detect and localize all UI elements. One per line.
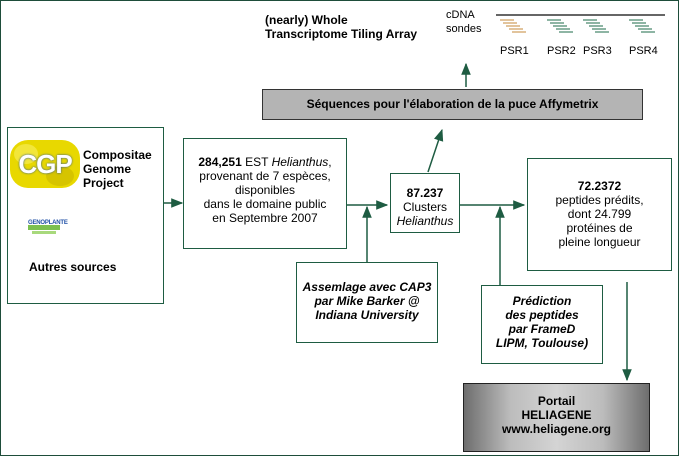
peptides-line4: protéines de <box>566 221 633 235</box>
est-line4: dans le domaine public <box>203 197 327 211</box>
cgp-name-line2: Genome <box>83 162 132 176</box>
probe-psr3 <box>583 19 609 33</box>
prediction-line1: Prédiction <box>512 294 572 308</box>
est-box: 284,251 EST Helianthus, provenant de 7 e… <box>183 138 347 249</box>
probe-psr2 <box>547 19 573 33</box>
cgp-logo: CGP <box>10 140 80 188</box>
array-title-line1: (nearly) Whole <box>265 13 348 27</box>
portal-line2: HELIAGENE <box>521 408 592 422</box>
est-line1: 284,251 EST Helianthus, <box>184 155 346 169</box>
peptides-box: 72.2372 peptides prédits, dont 24.799 pr… <box>527 158 672 271</box>
portal-line1: Portail <box>537 394 576 408</box>
cgp-name-line3: Project <box>83 176 124 190</box>
array-title-line2: Transcriptome Tiling Array <box>265 27 418 41</box>
affymetrix-label: Séquences pour l'élaboration de la puce … <box>306 97 599 111</box>
array-title: (nearly) Whole Transcriptome Tiling Arra… <box>265 13 417 41</box>
clusters-genus: Helianthus <box>396 214 454 228</box>
portal-link[interactable]: www.heliagene.org <box>502 422 611 436</box>
cdna-label: cDNA <box>446 9 475 21</box>
assembly-line2: par Mike Barker @ <box>314 294 420 308</box>
clusters-count: 87.237 <box>406 186 444 200</box>
peptides-line5: pleine longueur <box>558 235 641 249</box>
sources-box: CGP Compositae Genome Project GENOPLANTE… <box>7 127 164 304</box>
prediction-box: Prédiction des peptides par FrameD LIPM,… <box>481 285 603 364</box>
psr2-label: PSR2 <box>547 45 576 57</box>
genoplante-logo-bar2 <box>32 231 56 234</box>
probe-psr4 <box>629 19 655 33</box>
other-sources: Autres sources <box>29 260 117 274</box>
clusters-box: 87.237 Clusters Helianthus <box>390 173 460 233</box>
cgp-logo-bubble-2 <box>46 166 74 186</box>
arrow-clusters-to-affy <box>427 128 444 173</box>
clusters-label: Clusters <box>402 200 447 214</box>
psr1-label: PSR1 <box>500 45 529 57</box>
psr4-label: PSR4 <box>629 45 658 57</box>
prediction-line3: par FrameD <box>508 322 576 336</box>
cgp-logo-text: CGP <box>18 149 72 179</box>
psr3-label: PSR3 <box>583 45 612 57</box>
probe-psr1 <box>500 19 526 33</box>
est-comma: , <box>328 155 332 169</box>
peptides-line3: dont 24.799 <box>567 207 632 221</box>
genoplante-logo-text: GENOPLANTE <box>28 220 68 226</box>
est-line5: en Septembre 2007 <box>212 211 318 225</box>
affymetrix-box: Séquences pour l'élaboration de la puce … <box>262 89 643 120</box>
prediction-line4: LIPM, Toulouse) <box>495 336 589 350</box>
genoplante-logo: GENOPLANTE <box>28 216 68 236</box>
cgp-logo-bubble-1 <box>14 144 38 164</box>
est-genus: Helianthus <box>271 155 329 169</box>
genoplante-logo-bar <box>28 225 60 230</box>
peptides-count: 72.2372 <box>577 179 622 193</box>
prediction-line2: des peptides <box>505 308 579 322</box>
est-count: 284,251 <box>198 155 242 169</box>
est-label: EST <box>241 155 272 169</box>
assembly-box: Assemlage avec CAP3 par Mike Barker @ In… <box>296 262 438 343</box>
assembly-line3: Indiana University <box>315 308 419 322</box>
peptides-line2: peptides prédits, <box>555 193 644 207</box>
est-line3: disponibles <box>234 183 296 197</box>
cgp-name: Compositae Genome Project <box>83 148 152 190</box>
portal-box: Portail HELIAGENE www.heliagene.org <box>463 383 650 452</box>
assembly-line1: Assemlage avec CAP3 <box>302 280 432 294</box>
est-line2: provenant de 7 espèces, <box>199 169 331 183</box>
sondes-label: sondes <box>446 23 482 35</box>
cgp-name-line1: Compositae <box>83 148 152 162</box>
